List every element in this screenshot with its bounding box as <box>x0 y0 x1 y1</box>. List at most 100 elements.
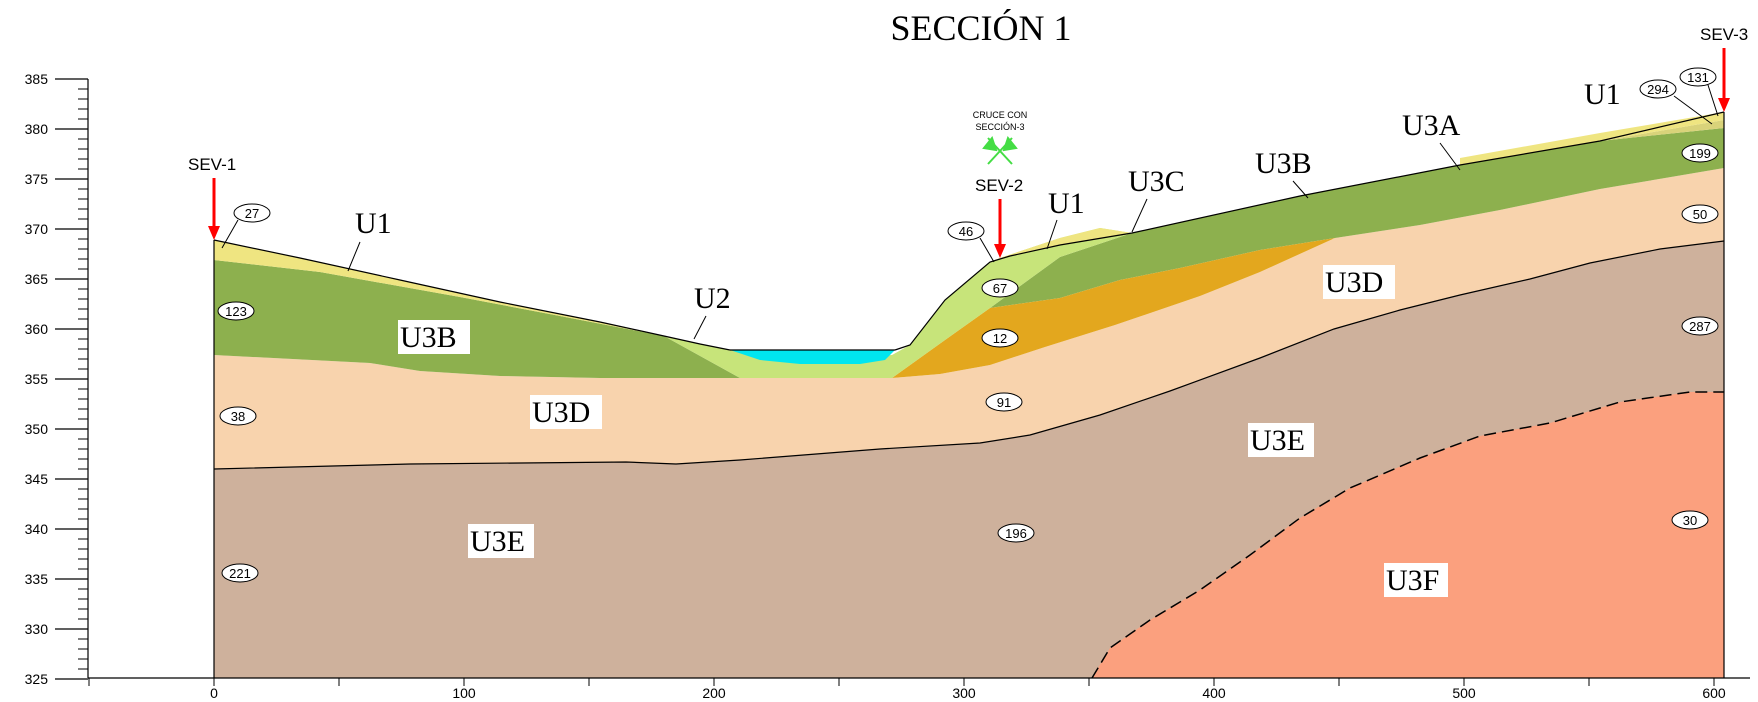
x-tick-label: 300 <box>952 685 976 701</box>
resistivity-value: 221 <box>229 566 251 581</box>
resistivity-leader <box>221 219 239 249</box>
y-tick-label: 335 <box>25 571 49 587</box>
unit-label-u3b-left: U3B <box>400 321 457 354</box>
unit-label-u3b-right: U3B <box>1255 147 1312 180</box>
resistivity-leader <box>979 237 995 263</box>
label-box-u3f <box>1384 563 1448 597</box>
leader-u1-left <box>347 241 361 272</box>
resistivity-value: 38 <box>231 409 245 424</box>
x-tick-label: 600 <box>1702 685 1726 701</box>
sev-1-marker: SEV-1 <box>188 155 236 240</box>
y-tick-label: 330 <box>25 621 49 637</box>
unit-label-u2: U2 <box>694 282 731 315</box>
leader-u3a <box>1439 142 1461 171</box>
x-tick-labels: 0 100 200 300 400 500 600 <box>210 685 1726 701</box>
cruce-label-line2: SECCIÓN-3 <box>975 122 1024 132</box>
y-tick-label: 360 <box>25 321 49 337</box>
resistivity-leader <box>1707 84 1719 117</box>
y-tick-label: 385 <box>25 71 49 87</box>
resistivity-bubble <box>985 392 1023 412</box>
resistivity-value: 287 <box>1689 319 1711 334</box>
layer-u3f <box>1092 392 1724 678</box>
resistivity-bubble <box>219 406 257 426</box>
resistivity-bubble <box>1681 316 1719 336</box>
unit-labels: U1 U2 U1 U3C U3B U3A U1 U3B U3D U3D U3E … <box>347 78 1621 597</box>
resistivity-bubble <box>1681 143 1719 163</box>
resistivity-value: 196 <box>1005 526 1027 541</box>
resistivity-value: 30 <box>1683 513 1697 528</box>
resistivity-bubble <box>1639 79 1677 99</box>
resistivity-value: 294 <box>1647 82 1669 97</box>
resistivity-labels: 27 123 38 221 46 67 12 91 196 294 131 19… <box>217 67 1719 583</box>
water-body <box>730 350 895 364</box>
resistivity-bubble <box>981 328 1019 348</box>
resistivity-value: 91 <box>997 395 1011 410</box>
y-tick-label: 350 <box>25 421 49 437</box>
y-major-ticks <box>55 78 88 680</box>
unit-label-u3c: U3C <box>1128 165 1185 198</box>
y-tick-label: 355 <box>25 371 49 387</box>
unit-label-u3d-right: U3D <box>1325 266 1383 299</box>
label-box-u3d-right <box>1323 265 1395 299</box>
resistivity-value: 123 <box>225 304 247 319</box>
cruce-marker: CRUCE CON SECCIÓN-3 <box>973 110 1028 165</box>
y-tick-label: 365 <box>25 271 49 287</box>
unit-label-u3e-left: U3E <box>470 525 525 558</box>
x-tick-label: 0 <box>210 685 218 701</box>
resistivity-bubble <box>1679 67 1717 87</box>
leader-u3c <box>1131 198 1148 233</box>
y-tick-label: 375 <box>25 171 49 187</box>
section-title: SECCIÓN 1 <box>890 8 1071 48</box>
layer-u1-center <box>990 228 1132 262</box>
resistivity-bubble <box>221 563 259 583</box>
unit-label-u3d-left: U3D <box>532 396 590 429</box>
resistivity-bubble <box>217 301 255 321</box>
layer-u3b <box>214 260 740 378</box>
resistivity-leader <box>1673 95 1713 125</box>
resistivity-value: 131 <box>1687 70 1709 85</box>
unit-label-u3a: U3A <box>1402 109 1461 142</box>
cruce-cross-icon <box>982 135 1018 165</box>
leader-u3b-right <box>1292 180 1309 199</box>
x-tick-label: 100 <box>452 685 476 701</box>
cruce-label-line1: CRUCE CON <box>973 110 1028 120</box>
y-tick-label: 325 <box>25 671 49 687</box>
sev-2-arrow-icon <box>994 244 1006 258</box>
resistivity-bubble <box>981 278 1019 298</box>
label-box-u3e-right <box>1248 423 1314 457</box>
layer-u3a <box>1132 120 1724 233</box>
resistivity-value: 50 <box>1693 207 1707 222</box>
u3f-boundary-dashed <box>1091 391 1724 679</box>
x-tick-label: 500 <box>1452 685 1476 701</box>
y-tick-label: 380 <box>25 121 49 137</box>
label-box-u3e-left <box>468 524 534 558</box>
resistivity-value: 67 <box>993 281 1007 296</box>
x-ticks <box>88 678 1715 686</box>
sev-2-marker: SEV-2 <box>975 176 1023 258</box>
label-box-u3b-left <box>398 320 470 354</box>
unit-label-u1-center: U1 <box>1048 187 1085 220</box>
layer-u3b-right <box>990 128 1724 308</box>
leader-u1-center <box>1046 219 1058 250</box>
resistivity-bubble <box>947 221 985 241</box>
boundary-lines <box>213 111 1725 470</box>
y-tick-labels: 385 380 375 370 365 360 355 350 345 340 … <box>25 71 49 687</box>
unit-label-u1-left: U1 <box>355 207 392 240</box>
y-tick-label: 340 <box>25 521 49 537</box>
layer-u3d <box>214 168 1724 469</box>
leader-u2 <box>693 315 707 340</box>
y-tick-label: 345 <box>25 471 49 487</box>
sev-3-label: SEV-3 <box>1700 25 1748 44</box>
x-tick-label: 400 <box>1202 685 1226 701</box>
resistivity-bubble <box>997 523 1035 543</box>
resistivity-value: 199 <box>1689 146 1711 161</box>
sev-2-label: SEV-2 <box>975 176 1023 195</box>
unit-label-u1-right: U1 <box>1584 78 1621 111</box>
resistivity-value: 12 <box>993 331 1007 346</box>
layer-u2 <box>664 228 1132 378</box>
resistivity-value: 46 <box>959 224 973 239</box>
unit-label-u3e-right: U3E <box>1250 424 1305 457</box>
x-tick-label: 200 <box>702 685 726 701</box>
resistivity-bubble <box>1681 204 1719 224</box>
